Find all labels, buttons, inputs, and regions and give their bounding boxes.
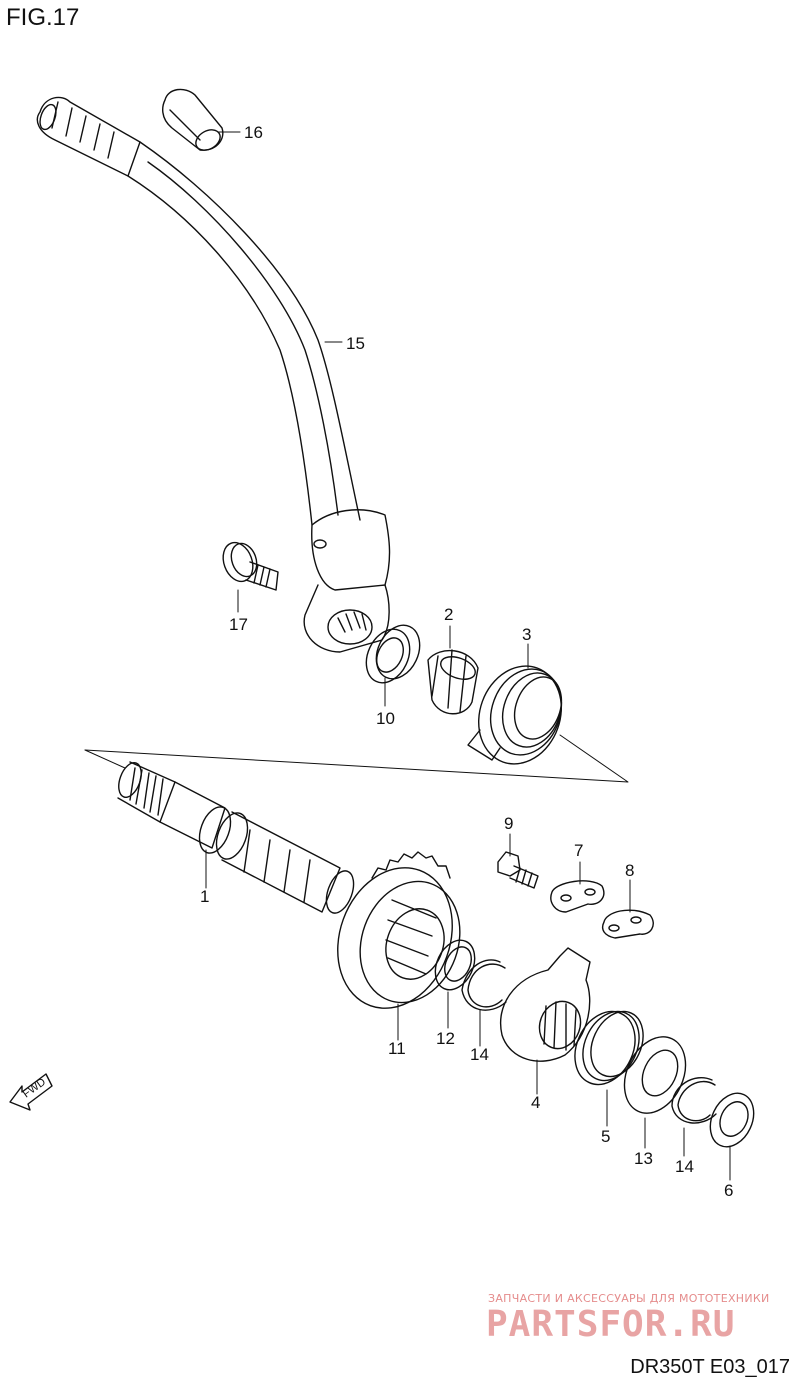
callout-8: 8 (625, 861, 634, 880)
callout-15: 15 (346, 334, 365, 353)
callout-6: 6 (724, 1181, 733, 1200)
washer-part-6 (709, 1092, 755, 1148)
washer-part-12 (434, 939, 476, 991)
bolt-part-17 (222, 541, 279, 591)
watermark-logo: PARTSFOR.RU (486, 1304, 736, 1345)
circlip-part-14b (671, 1077, 717, 1124)
callout-1: 1 (200, 887, 209, 906)
callout-11: 11 (388, 1039, 406, 1058)
plate-part-8 (601, 909, 654, 939)
guide-part-2 (427, 649, 479, 715)
circlip-part-14a (461, 959, 507, 1011)
callout-10: 10 (376, 709, 395, 728)
fwd-arrow-icon: FWD (9, 1073, 53, 1111)
ratchet-part-4 (499, 947, 591, 1062)
plate-part-7 (550, 880, 605, 913)
callout-4: 4 (531, 1093, 540, 1112)
grip-cap-part-16 (162, 88, 224, 151)
watermark-subtitle: ЗАПЧАСТИ И АКСЕССУАРЫ ДЛЯ МОТОТЕХНИКИ (488, 1292, 770, 1305)
callout-3: 3 (522, 625, 531, 644)
callout-numbers: 16 15 17 10 2 3 9 7 8 1 11 12 14 4 5 13 … (200, 123, 733, 1200)
callout-13: 13 (634, 1149, 653, 1168)
explode-guide-lines (84, 734, 629, 783)
figure-title: FIG.17 (6, 4, 80, 31)
callout-17: 17 (229, 615, 248, 634)
callout-2: 2 (444, 605, 453, 624)
callout-14-b: 14 (675, 1157, 694, 1176)
callout-leaders (205, 131, 731, 1181)
callout-9: 9 (504, 814, 513, 833)
callout-7: 7 (574, 841, 583, 860)
callout-5: 5 (601, 1127, 610, 1146)
figure-code: DR350T E03_017 (630, 1356, 790, 1378)
bushing-part-10 (365, 624, 421, 684)
spring-part-3 (467, 665, 563, 765)
kick-gear-part-11 (337, 851, 461, 1009)
kick-lever-part-15 (36, 96, 391, 653)
callout-12: 12 (436, 1029, 455, 1048)
callout-16: 16 (244, 123, 263, 142)
callout-14-a: 14 (470, 1045, 489, 1064)
washer-part-13 (623, 1036, 687, 1114)
bolt-part-9 (497, 851, 539, 889)
kick-shaft-part-1 (117, 761, 355, 914)
spring-part-5 (574, 1010, 644, 1086)
